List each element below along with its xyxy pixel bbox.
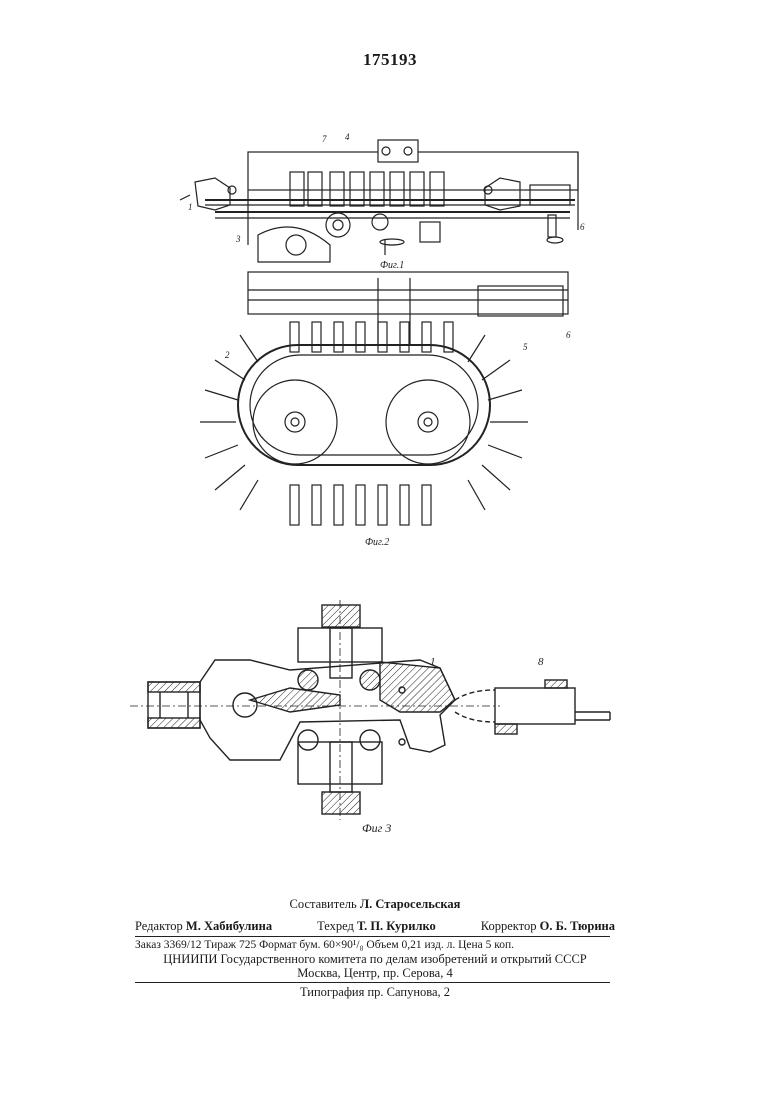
fig1-caption: Фиг.1 (380, 260, 404, 271)
imprint-line-3: Москва, Центр, пр. Серова, 4 (135, 966, 615, 982)
svg-text:8: 8 (538, 656, 544, 668)
fig2-caption: Фиг.2 (365, 537, 389, 548)
svg-text:1: 1 (188, 202, 193, 212)
svg-text:7: 7 (322, 134, 327, 144)
svg-text:2: 2 (225, 350, 230, 360)
svg-text:6: 6 (566, 330, 571, 340)
svg-text:3: 3 (235, 234, 241, 244)
fig3-caption: Фиг 3 (362, 821, 391, 835)
svg-text:1: 1 (430, 656, 436, 668)
editors-line: Редактор М. Хабибулина Техред Т. П. Кури… (135, 919, 615, 935)
top-rule (135, 936, 610, 937)
patent-number: 175193 (0, 50, 780, 70)
printer-line: Типография пр. Сапунова, 2 (135, 985, 615, 1001)
svg-text:6: 6 (580, 222, 585, 232)
svg-text:5: 5 (523, 342, 528, 352)
bottom-rule (135, 982, 610, 983)
svg-text:4: 4 (345, 132, 350, 142)
imprint-line-1: Заказ 3369/12 Тираж 725 Формат бум. 60×9… (135, 938, 615, 952)
compiler-line: Составитель Л. Старосельская (135, 897, 615, 913)
